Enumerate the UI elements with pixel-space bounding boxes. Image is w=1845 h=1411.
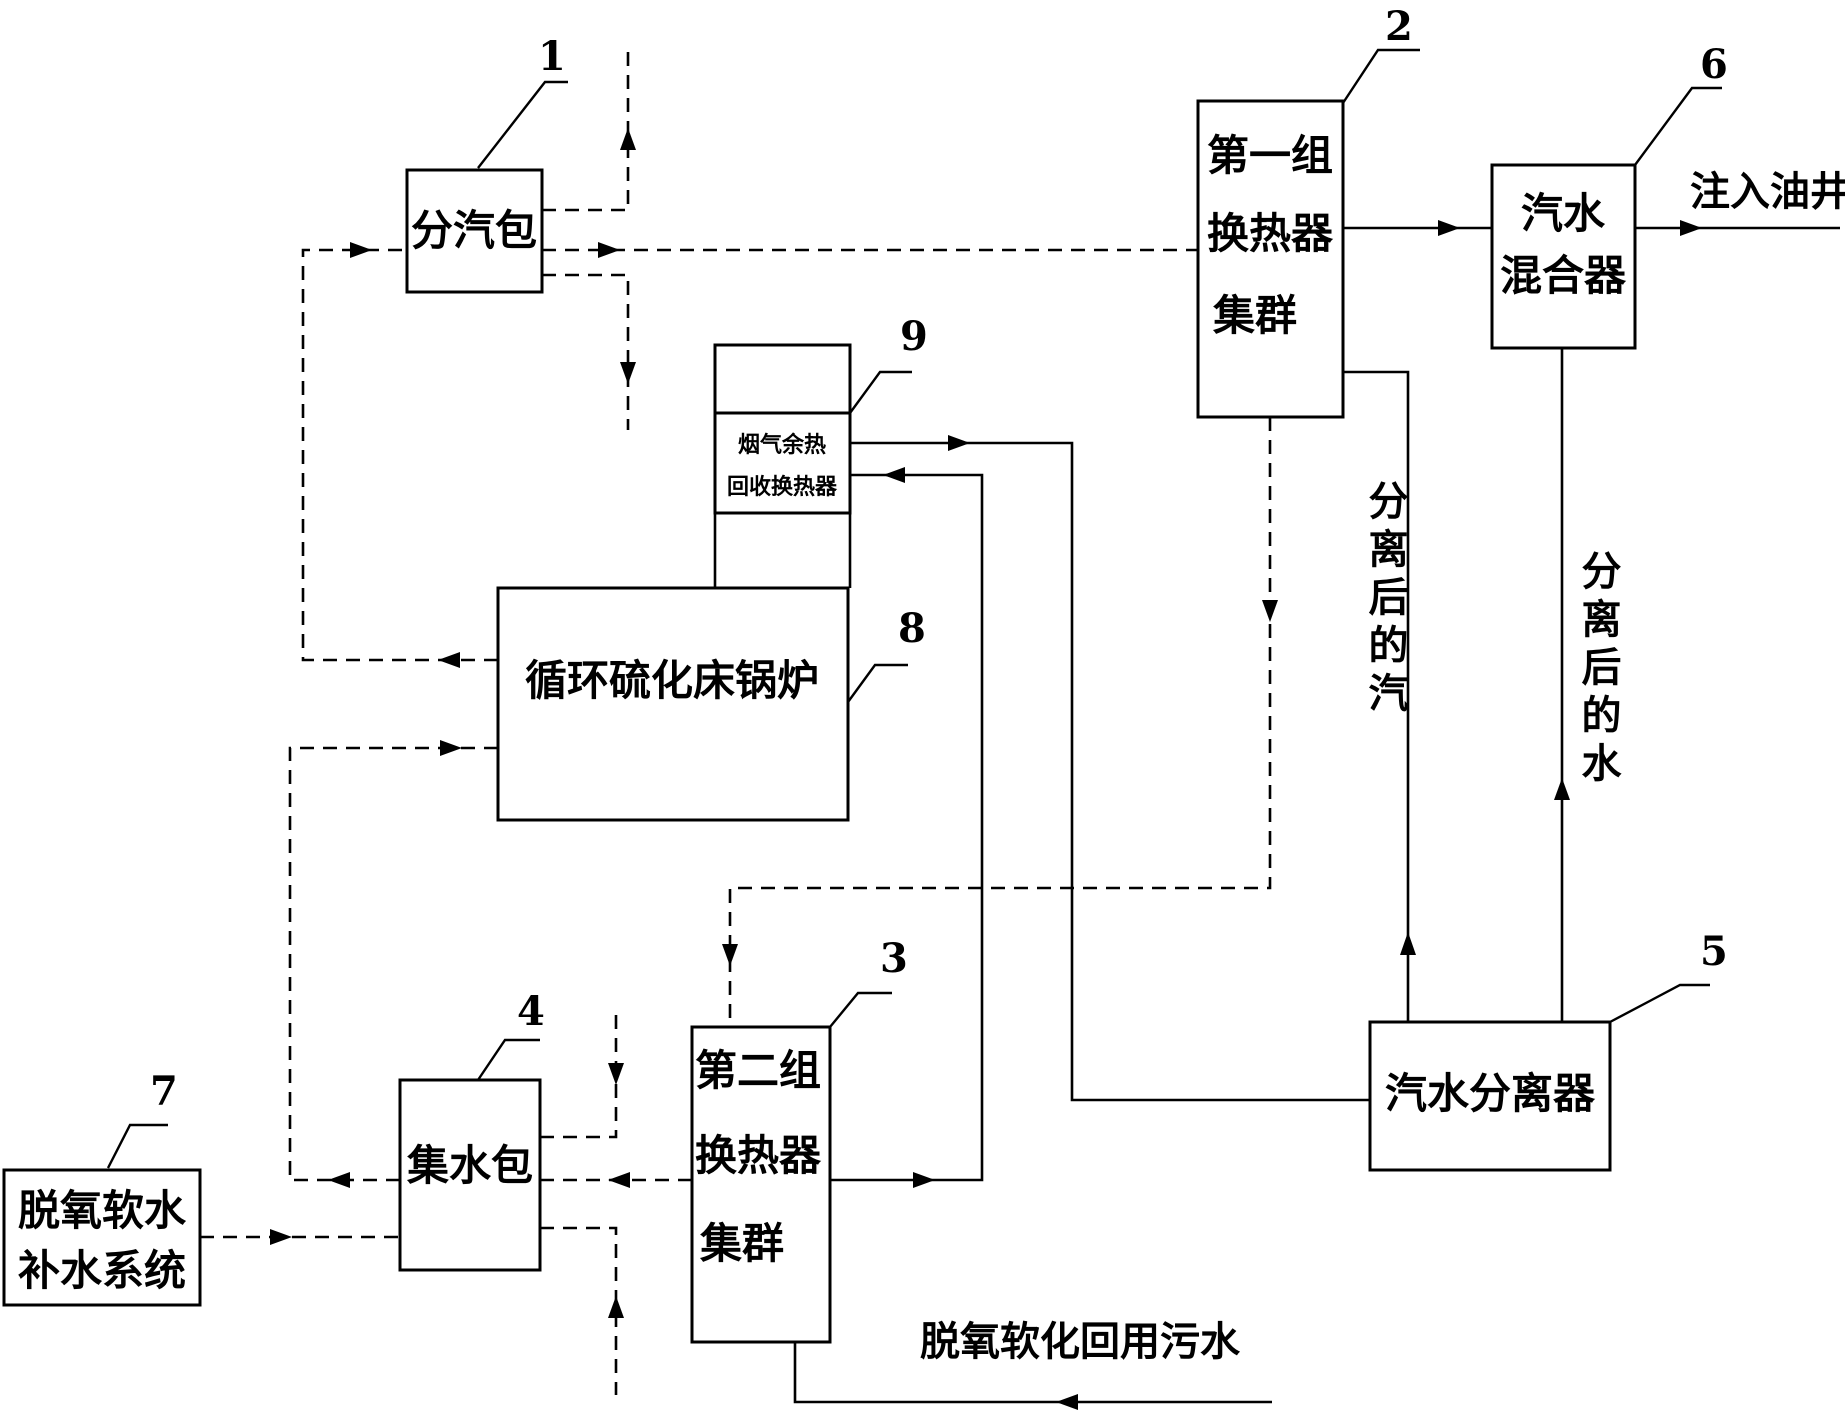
- makeup-system-number: 7: [150, 1068, 178, 1115]
- separator-box: [1368, 1020, 1612, 1172]
- flue-gas-hx-number: 9: [900, 313, 928, 360]
- separated-steam-label: 分离后的汽: [1362, 480, 1409, 720]
- water-drum-box: [398, 1078, 542, 1272]
- hx-group-1-label-line1: 第一组: [1207, 131, 1333, 180]
- water-drum-label: 集水包: [406, 1141, 533, 1190]
- mixer-box: [1490, 163, 1637, 350]
- water-drum-number: 4: [517, 988, 545, 1035]
- separator-label: 汽水分离器: [1385, 1069, 1596, 1118]
- steam-drum-number: 1: [538, 33, 566, 80]
- steam-drum-box: [405, 168, 544, 294]
- makeup-system-box: [2, 1168, 202, 1307]
- flue-gas-stack-box: [713, 343, 852, 415]
- hx-group-2-label-line3: 集群: [699, 1219, 784, 1268]
- hx-group-2-box: [690, 1025, 832, 1344]
- mixer-label-line2: 混合器: [1500, 251, 1627, 300]
- hx-group-2-label-line2: 换热器: [695, 1131, 822, 1180]
- makeup-system-label-line2: 补水系统: [18, 1246, 186, 1295]
- separated-water-label: 分离后的水: [1575, 550, 1622, 790]
- boiler-label: 循环硫化床锅炉: [525, 656, 819, 705]
- reuse-wastewater-label: 脱氧软化回用污水: [920, 1318, 1241, 1365]
- boiler-box: [496, 586, 850, 822]
- to-oil-well-label: 注入油井: [1690, 168, 1845, 215]
- mixer-label-line1: 汽水: [1521, 189, 1606, 238]
- hx-group-1-label-line2: 换热器: [1207, 209, 1334, 258]
- hx-group-1-box: [1196, 99, 1345, 419]
- flue-gas-hx-label-line1: 烟气余热: [738, 432, 826, 458]
- hx-group-2-label-line1: 第二组: [695, 1046, 821, 1095]
- makeup-system-label-line1: 脱氧软水: [18, 1186, 187, 1235]
- separator-number: 5: [1700, 928, 1728, 975]
- steam-drum-label: 分汽包: [411, 206, 537, 255]
- mixer-number: 6: [1700, 41, 1728, 88]
- flue-gas-hx-label-line2: 回收换热器: [727, 474, 838, 500]
- flue-gas-hx-box: [713, 411, 852, 515]
- hx-group-2-number: 3: [880, 935, 908, 982]
- hx-group-1-label-line3: 集群: [1212, 291, 1297, 340]
- hx-group-1-number: 2: [1385, 3, 1413, 50]
- boiler-number: 8: [898, 605, 926, 652]
